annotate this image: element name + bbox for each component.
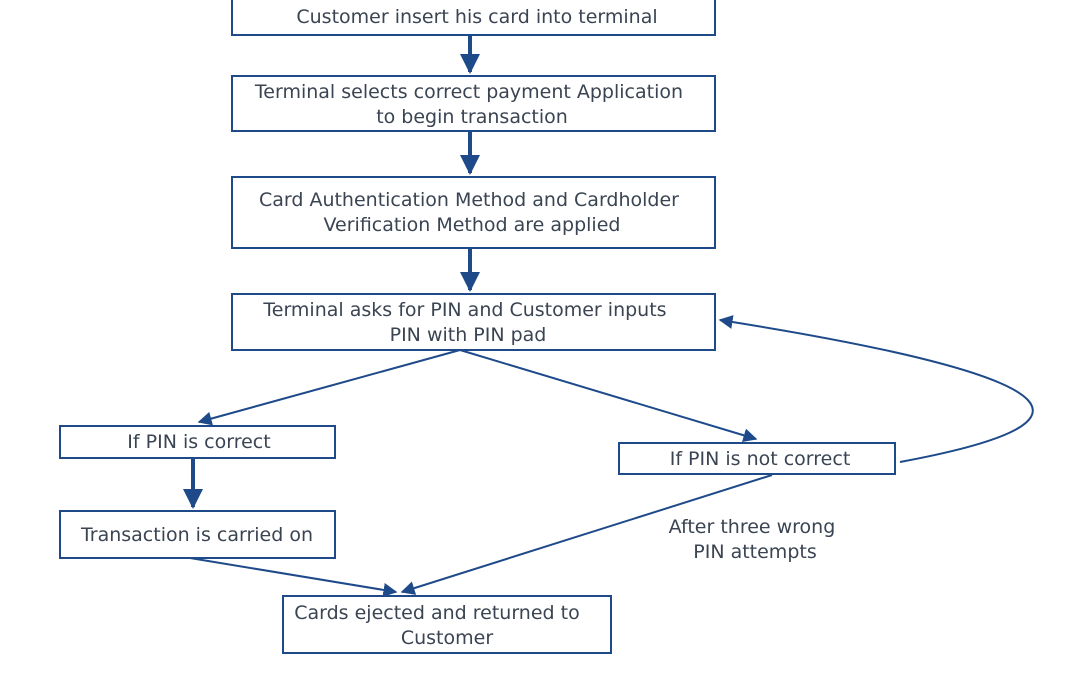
node-select-app-text: Terminal selects correct payment Applica…	[254, 81, 689, 128]
node-pin-correct-text: If PIN is correct	[127, 431, 270, 453]
node-transaction-carried: Transaction is carried on	[59, 510, 336, 559]
node-pin-correct: If PIN is correct	[59, 425, 336, 459]
node-ask-pin-text: Terminal asks for PIN and Customer input…	[262, 299, 672, 346]
node-insert-card-text: Customer insert his card into terminal	[296, 6, 657, 28]
edge-transaction-to-ejected	[189, 557, 398, 597]
node-insert-card: Customer insert his card into terminal	[231, 0, 716, 36]
node-auth-methods: Card Authentication Method and Cardholde…	[231, 176, 716, 249]
edge-label-three-wrong: After three wrong PIN attempts	[669, 516, 842, 563]
edges	[183, 36, 1034, 597]
node-auth-methods-text: Card Authentication Method and Cardholde…	[259, 189, 685, 236]
node-card-ejected-text: Cards ejected and returned to Customer	[294, 602, 586, 649]
edge-askpin-to-notcorrect	[459, 349, 758, 443]
edge-notcorrect-loop-to-askpin	[718, 315, 1034, 463]
node-card-ejected: Cards ejected and returned to Customer	[282, 595, 612, 654]
node-pin-not-correct-text: If PIN is not correct	[670, 448, 851, 470]
node-pin-not-correct: If PIN is not correct	[618, 442, 896, 475]
node-ask-pin: Terminal asks for PIN and Customer input…	[231, 293, 716, 351]
node-transaction-carried-text: Transaction is carried on	[80, 524, 313, 546]
edge-notcorrect-to-ejected	[400, 474, 773, 595]
node-select-app: Terminal selects correct payment Applica…	[231, 75, 716, 132]
edge-askpin-to-correct	[197, 349, 461, 426]
